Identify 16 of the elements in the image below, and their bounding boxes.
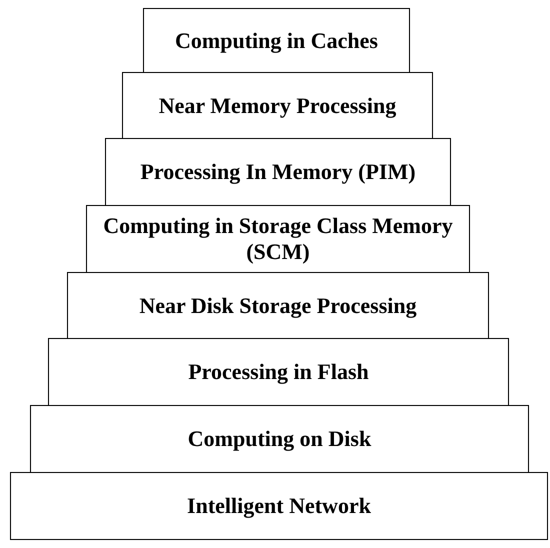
layer-label: Computing in Caches bbox=[175, 28, 378, 54]
layer-box bbox=[122, 72, 433, 139]
layer-label: Processing in Flash bbox=[188, 359, 369, 385]
layer-label: Computing on Disk bbox=[188, 426, 372, 452]
layer-box bbox=[143, 8, 410, 73]
layer-label: Near Disk Storage Processing bbox=[139, 292, 417, 318]
layer-box bbox=[48, 338, 509, 406]
layer-box bbox=[30, 405, 529, 473]
layer-label: Processing In Memory (PIM) bbox=[140, 159, 416, 185]
layer-box bbox=[105, 138, 451, 206]
layer-label: Intelligent Network bbox=[187, 493, 371, 519]
layer-box bbox=[10, 472, 548, 540]
layer-box bbox=[86, 205, 470, 273]
layer-box bbox=[67, 272, 489, 339]
layer-label: Computing in Storage Class Memory (SCM) bbox=[102, 213, 454, 265]
layer-label: Near Memory Processing bbox=[158, 92, 396, 118]
